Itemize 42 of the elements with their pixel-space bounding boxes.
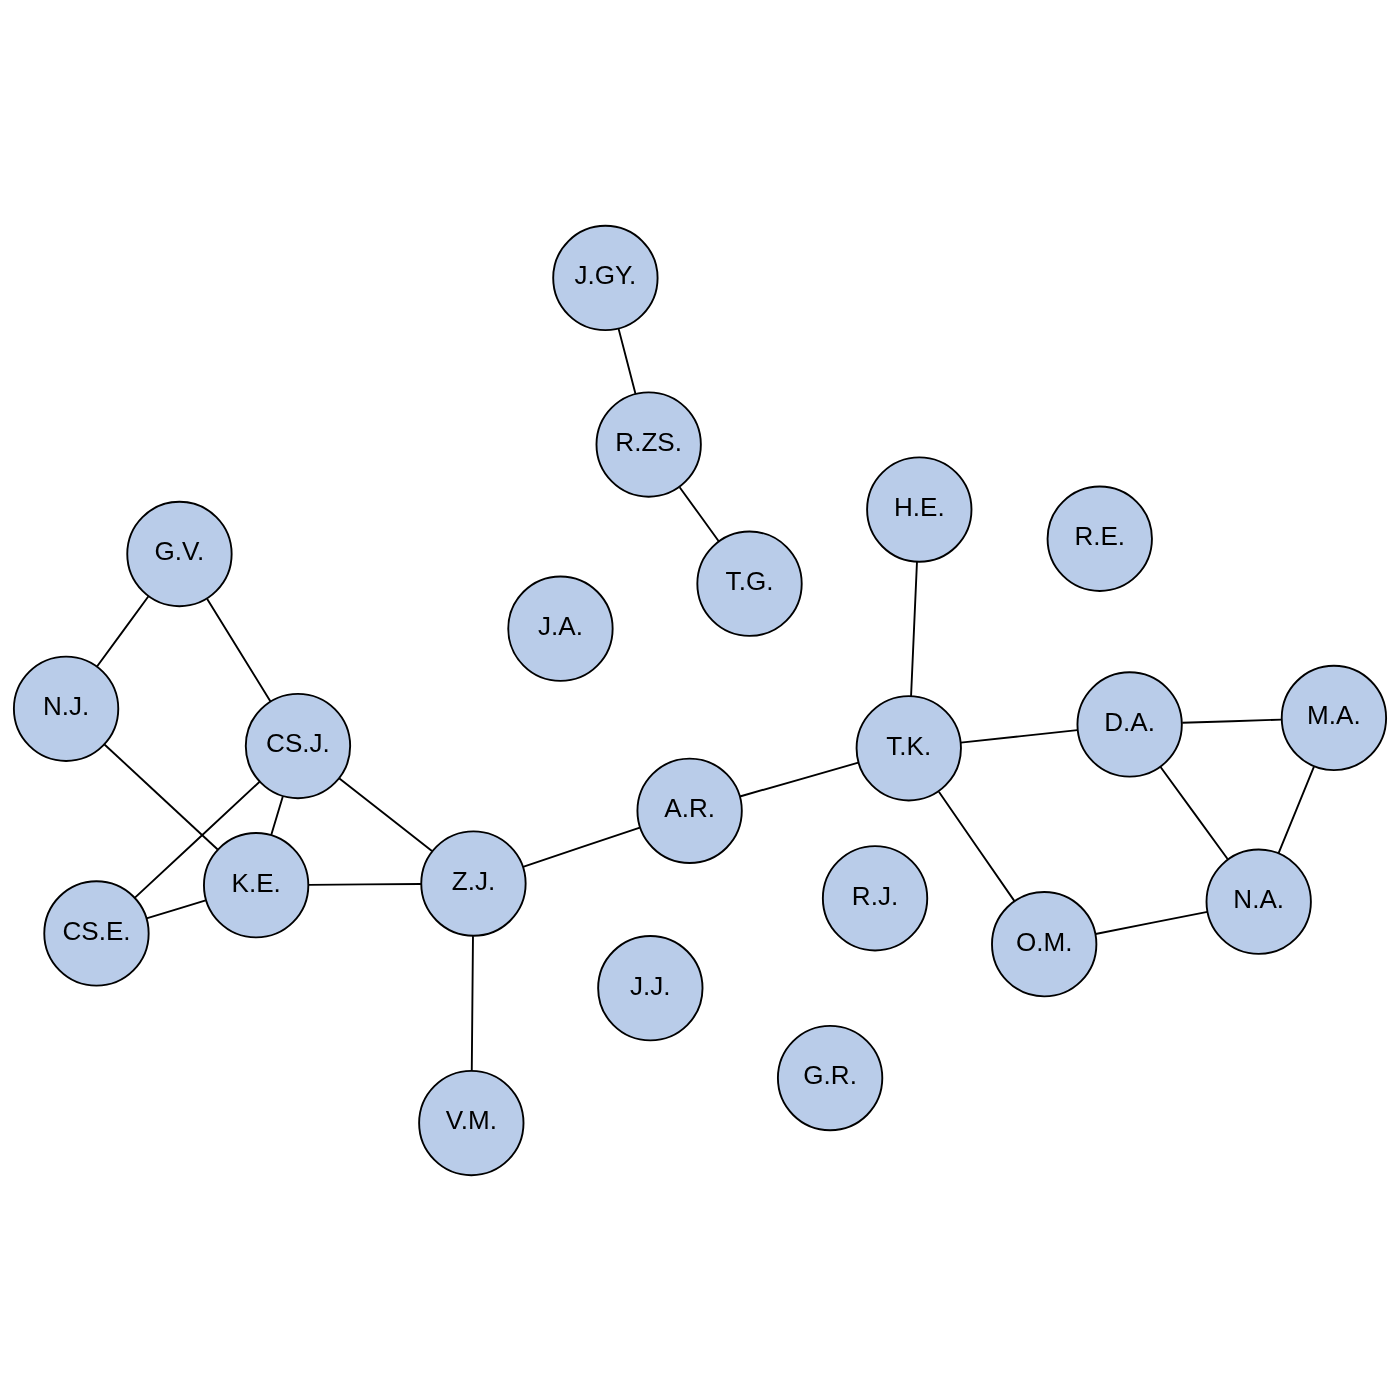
connector — [307, 882, 422, 886]
connector — [678, 485, 720, 542]
node-circle: M.A. — [1280, 664, 1388, 771]
connector — [522, 826, 641, 868]
node-circle: R.ZS. — [595, 390, 702, 498]
connector — [338, 776, 433, 852]
node-circle: Z.J. — [420, 829, 527, 937]
node-circle: J.A. — [507, 575, 614, 682]
node-circle: CS.J. — [244, 692, 352, 799]
connector — [937, 790, 1016, 902]
connector — [617, 327, 637, 395]
node-circle: R.J. — [821, 844, 929, 951]
node-circle: N.J. — [12, 655, 120, 762]
connector — [738, 761, 860, 797]
node-circle: V.M. — [418, 1069, 525, 1176]
node-circle: K.E. — [203, 831, 310, 938]
connector — [1159, 765, 1229, 860]
connector — [959, 728, 1079, 744]
node-circle: H.E. — [866, 455, 973, 563]
connector — [1094, 910, 1209, 935]
connector — [470, 934, 474, 1072]
connector — [145, 899, 207, 919]
node-circle: D.A. — [1076, 670, 1183, 778]
node-circle: O.M. — [991, 890, 1098, 997]
connector — [270, 794, 284, 836]
connector — [1277, 765, 1315, 854]
node-circle: T.K. — [855, 694, 962, 801]
connector — [133, 780, 261, 899]
connector — [1181, 718, 1283, 724]
node-circle: N.A. — [1205, 848, 1312, 955]
node-circle: A.R. — [636, 757, 743, 864]
node-circle: G.R. — [776, 1024, 884, 1131]
node-circle: T.G. — [696, 530, 803, 637]
connector — [206, 597, 272, 702]
connector — [96, 594, 150, 667]
node-circle: J.J. — [597, 934, 704, 1041]
node-circle: J.GY. — [552, 224, 659, 331]
node-circle: CS.E. — [43, 879, 150, 987]
node-circle: G.V. — [126, 500, 233, 607]
node-circle: R.E. — [1046, 485, 1153, 592]
connector — [910, 560, 918, 697]
connector — [103, 743, 219, 850]
